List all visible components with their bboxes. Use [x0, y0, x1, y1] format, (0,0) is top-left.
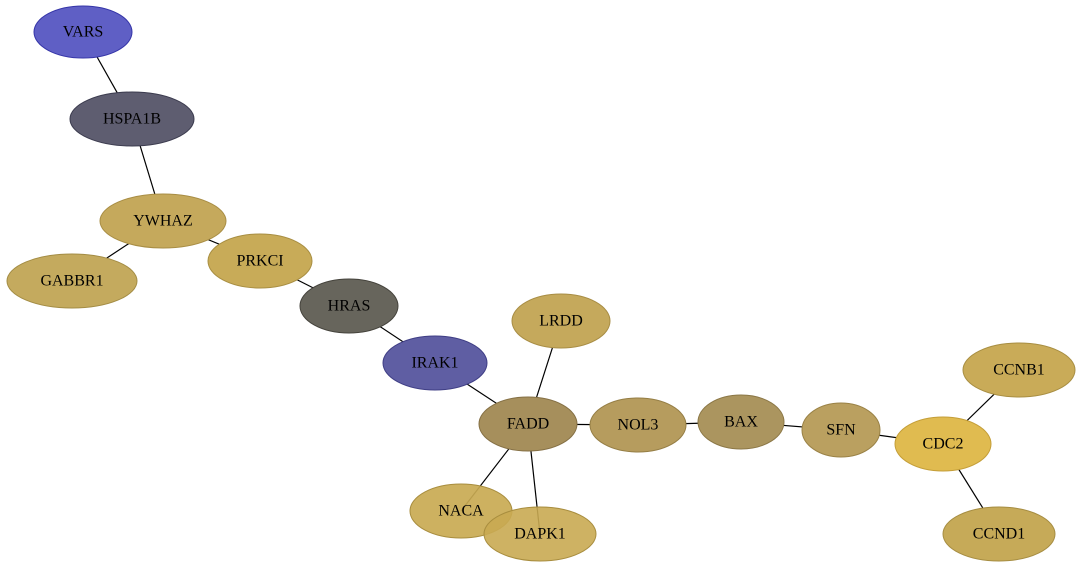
node-fadd[interactable]: FADD: [478, 396, 578, 452]
node-gabbr1-label: GABBR1: [40, 273, 103, 290]
node-ccnb1-shape: [962, 342, 1076, 398]
node-vars[interactable]: VARS: [33, 5, 133, 59]
node-lrdd[interactable]: LRDD: [511, 293, 611, 349]
nodes-layer: VARS HSPA1B YWHAZ GABBR1 PRKCI HRAS IRAK1 LRDD F…: [6, 5, 1076, 562]
node-hras-label: HRAS: [328, 298, 371, 315]
node-hspa1b-shape: [69, 91, 195, 147]
edges-layer: [71, 31, 1020, 535]
node-gabbr1-shape: [6, 253, 138, 309]
node-irak1-label: IRAK1: [411, 355, 458, 372]
node-ywhaz-label: YWHAZ: [133, 213, 193, 230]
node-naca-label: NACA: [438, 503, 484, 520]
node-nol3-label: NOL3: [618, 417, 659, 434]
node-cdc2-label: CDC2: [923, 436, 964, 453]
node-fadd-shape: [478, 396, 578, 452]
node-sfn-shape: [801, 402, 881, 458]
node-cdc2[interactable]: CDC2: [894, 416, 992, 472]
node-irak1-shape: [382, 335, 488, 391]
node-ccnb1-label: CCNB1: [993, 362, 1045, 379]
node-gabbr1[interactable]: GABBR1: [6, 253, 138, 309]
node-dapk1[interactable]: DAPK1: [483, 506, 597, 562]
node-prkci-shape: [207, 233, 313, 289]
node-bax[interactable]: BAX: [697, 394, 785, 450]
node-naca[interactable]: NACA: [409, 483, 513, 539]
node-ywhaz-shape: [99, 193, 227, 249]
node-cdc2-shape: [894, 416, 992, 472]
node-lrdd-label: LRDD: [539, 313, 583, 330]
node-ccnd1-shape: [942, 506, 1056, 562]
node-irak1[interactable]: IRAK1: [382, 335, 488, 391]
node-bax-label: BAX: [724, 414, 758, 431]
node-prkci[interactable]: PRKCI: [207, 233, 313, 289]
node-ccnd1[interactable]: CCND1: [942, 506, 1056, 562]
node-hras-shape: [299, 278, 399, 334]
node-sfn[interactable]: SFN: [801, 402, 881, 458]
node-ywhaz[interactable]: YWHAZ: [99, 193, 227, 249]
node-prkci-label: PRKCI: [236, 253, 283, 270]
node-nol3[interactable]: NOL3: [589, 397, 687, 453]
node-vars-label: VARS: [63, 24, 104, 41]
node-bax-shape: [697, 394, 785, 450]
node-vars-shape: [33, 5, 133, 59]
node-hspa1b-label: HSPA1B: [103, 111, 161, 128]
node-fadd-label: FADD: [507, 416, 549, 433]
node-hras[interactable]: HRAS: [299, 278, 399, 334]
node-dapk1-label: DAPK1: [514, 526, 566, 543]
node-nol3-shape: [589, 397, 687, 453]
node-dapk1-shape: [483, 506, 597, 562]
node-lrdd-shape: [511, 293, 611, 349]
node-ccnb1[interactable]: CCNB1: [962, 342, 1076, 398]
node-ccnd1-label: CCND1: [973, 526, 1025, 543]
node-sfn-label: SFN: [826, 422, 856, 439]
node-hspa1b[interactable]: HSPA1B: [69, 91, 195, 147]
